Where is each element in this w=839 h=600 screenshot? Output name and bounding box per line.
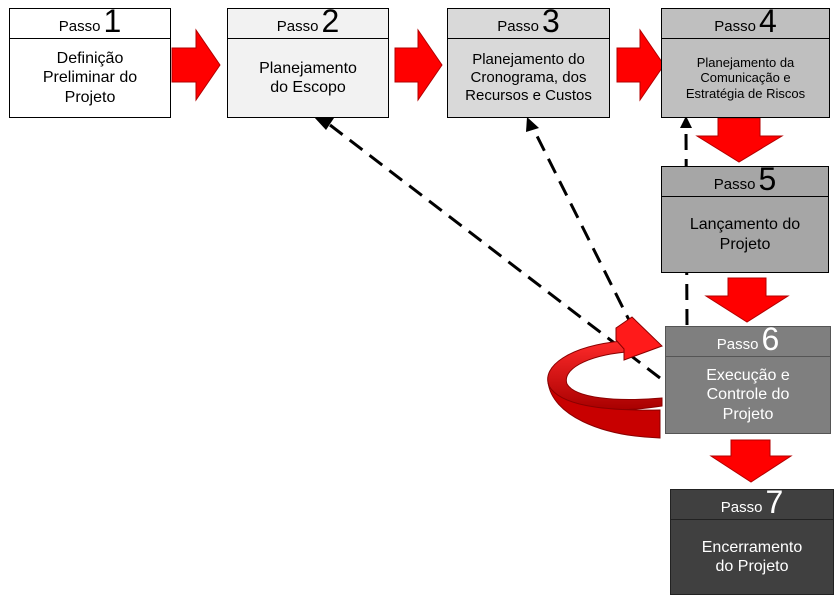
step-7-box: Passo 7 Encerramento do Projeto — [670, 486, 834, 595]
loop-arrow-lower-band — [547, 381, 661, 439]
step-4-header: Passo 4 — [662, 5, 829, 39]
arrow-step4-to-step5 — [695, 117, 784, 163]
step-4-number: 4 — [758, 3, 777, 39]
dashed-arrowhead-step3 — [526, 117, 539, 132]
step-1-word: Passo — [58, 18, 101, 35]
step-7-word: Passo — [720, 499, 763, 516]
dashed-line-step6-to-step2 — [329, 123, 661, 380]
dashed-line-step6-to-step4 — [684, 129, 689, 326]
step-3-box: Passo 3 Planejamento do Cronograma, dos … — [447, 5, 610, 118]
arrow-step2-to-step3 — [394, 28, 443, 102]
step-1-number: 1 — [103, 3, 122, 39]
step-4-title: Planejamento da Comunicação e Estratégia… — [685, 54, 806, 101]
arrow-step1-to-step2 — [171, 28, 221, 102]
step-5-box: Passo 5 Lançamento do Projeto — [661, 163, 829, 273]
dashed-arrowhead-step4 — [680, 116, 692, 128]
step-7-title: Encerramento do Projeto — [701, 538, 803, 575]
arrow-step5-to-step6 — [704, 277, 790, 323]
dashed-line-step6-to-step3 — [531, 127, 647, 353]
step-3-word: Passo — [497, 18, 539, 35]
step-2-number: 2 — [321, 3, 340, 39]
step-5-word: Passo — [713, 176, 756, 193]
step-6-number: 6 — [761, 321, 780, 357]
step-6-box: Passo 6 Execução e Controle do Projeto — [665, 323, 831, 434]
step-3-number: 3 — [541, 3, 560, 39]
step-6-header: Passo 6 — [666, 323, 830, 357]
step-2-word: Passo — [276, 18, 319, 35]
step-1-box: Passo 1 Definição Preliminar do Projeto — [9, 5, 171, 118]
step-3-title: Planejamento do Cronograma, dos Recursos… — [465, 51, 592, 104]
step-2-title: Planejamento do Escopo — [259, 59, 357, 96]
step-7-header: Passo 7 — [671, 486, 833, 520]
step-4-box: Passo 4 Planejamento da Comunicação e Es… — [661, 5, 830, 118]
arrow-step3-to-step4 — [616, 28, 665, 102]
step-1-title: Definição Preliminar do Projeto — [42, 50, 138, 106]
step-5-number: 5 — [758, 161, 777, 197]
step-2-header: Passo 2 — [228, 5, 388, 39]
step-4-word: Passo — [714, 18, 756, 35]
loop-arrowhead — [615, 316, 663, 361]
step-1-header: Passo 1 — [10, 5, 170, 39]
step-5-header: Passo 5 — [662, 163, 828, 197]
arrow-step6-to-step7 — [709, 439, 793, 483]
step-2-box: Passo 2 Planejamento do Escopo — [227, 5, 389, 118]
dashed-arrowhead-step2 — [314, 117, 334, 130]
step-5-title: Lançamento do Projeto — [689, 216, 801, 253]
step-6-title: Execução e Controle do Projeto — [706, 367, 790, 423]
step-6-word: Passo — [716, 336, 759, 353]
step-3-header: Passo 3 — [448, 5, 609, 39]
step-7-number: 7 — [765, 484, 784, 520]
